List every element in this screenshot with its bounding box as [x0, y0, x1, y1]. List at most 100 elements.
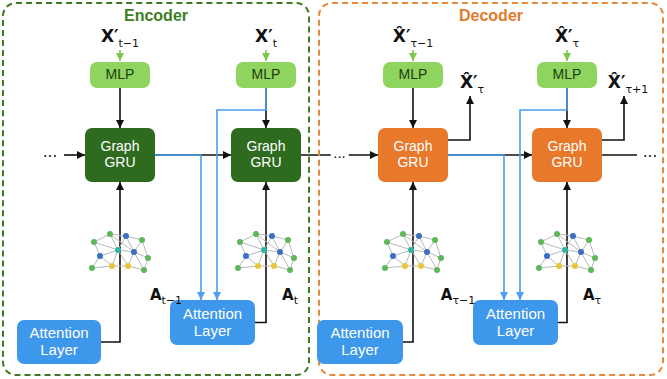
graph-icon	[89, 231, 151, 273]
box-label: Graph GRU	[231, 139, 301, 170]
attention-layer-box: Attention Layer	[473, 300, 558, 345]
graph-vertex	[588, 267, 594, 273]
graph-icon	[536, 231, 598, 273]
graph-vertex	[402, 263, 408, 269]
graph-vertex	[145, 255, 151, 261]
graph-link	[403, 234, 427, 252]
graph-icon	[235, 231, 297, 273]
box-label: MLP	[553, 67, 582, 83]
group-heading: Encoder	[4, 7, 308, 25]
graph-vertex	[115, 247, 121, 253]
graph-vertex	[235, 265, 241, 271]
graph-vertex	[89, 265, 95, 271]
feature-symbol: X̂′τ−1	[393, 26, 433, 49]
leader-arrow	[566, 50, 568, 61]
graph-vertex	[384, 239, 390, 245]
attention-layer-box: Attention Layer	[317, 320, 403, 364]
box-label: MLP	[399, 67, 428, 83]
leader-arrow	[448, 96, 470, 140]
graph-vertex	[408, 247, 414, 253]
graph-vertex	[269, 233, 275, 239]
flow-arrow	[412, 88, 414, 128]
graph-vertex	[432, 237, 438, 243]
graph-icon	[382, 231, 444, 273]
graph-vertex	[434, 267, 440, 273]
box-label: Graph GRU	[378, 139, 448, 170]
graph-vertex	[97, 253, 103, 259]
graph-vertex	[291, 255, 297, 261]
group-heading: Decoder	[320, 7, 662, 25]
graph-vertex	[237, 239, 243, 245]
graph-link	[387, 242, 411, 250]
graph-link	[539, 266, 559, 268]
graph-vertex	[141, 267, 147, 273]
box-label: Attention Layer	[170, 306, 255, 340]
graph-link	[280, 252, 290, 270]
graph-vertex	[285, 237, 291, 243]
encoder-group: EncoderMLPGraph GRUAttention LayerMLPGra…	[2, 2, 310, 376]
graph-gru-box: Graph GRU	[532, 128, 602, 182]
decoder-group: DecoderMLP Graph GRU Attention Layer MLP Gra…	[318, 2, 664, 376]
leader-arrow	[119, 50, 121, 61]
graph-vertex	[586, 237, 592, 243]
graph-vertex	[544, 253, 550, 259]
flow-arrow	[403, 182, 413, 342]
graph-vertex	[107, 231, 113, 237]
graph-vertex	[578, 249, 584, 255]
mlp-box: MLP	[90, 62, 150, 88]
box-label: Attention Layer	[17, 325, 101, 359]
graph-link	[256, 234, 280, 252]
box-label: Attention Layer	[473, 306, 558, 340]
leader-arrow	[412, 50, 414, 61]
graph-vertex	[570, 233, 576, 239]
graph-vertex	[139, 237, 145, 243]
adjacency-symbol: Aτ−1	[441, 286, 475, 307]
graph-link	[557, 234, 581, 252]
adjacency-symbol: At	[282, 286, 298, 307]
graph-vertex	[572, 263, 578, 269]
box-label: MLP	[106, 67, 135, 83]
leader-arrow	[64, 154, 85, 156]
graph-link	[94, 242, 118, 250]
graph-gru-box: Graph GRU	[85, 128, 155, 182]
attention-input-arrow	[448, 155, 504, 300]
graph-link	[385, 266, 405, 268]
attention-layer-box: Attention Layer	[170, 300, 255, 345]
graph-link	[110, 234, 134, 252]
feature-symbol: X̂′τ+1	[608, 72, 648, 95]
adjacency-symbol: At−1	[150, 286, 182, 307]
ellipsis: ...	[43, 143, 57, 161]
graph-vertex	[554, 231, 560, 237]
graph-vertex	[592, 255, 598, 261]
leader-arrow	[265, 50, 267, 61]
attention-input-arrow	[520, 88, 567, 300]
box-label: Attention Layer	[317, 325, 403, 359]
graph-link	[240, 242, 264, 250]
flow-arrow	[119, 88, 121, 128]
mlp-box: MLP	[383, 62, 443, 88]
feature-symbol: X̂′τ	[555, 26, 579, 49]
graph-vertex	[400, 231, 406, 237]
adjacency-symbol: Aτ	[583, 286, 601, 307]
mlp-box: MLP	[537, 62, 597, 88]
leader-arrow	[602, 96, 624, 140]
graph-gru-box: Graph GRU	[378, 128, 448, 182]
graph-vertex	[562, 247, 568, 253]
box-label: Graph GRU	[532, 139, 602, 170]
feature-symbol: X̂′τ	[460, 72, 484, 95]
ellipsis: ...	[643, 143, 657, 161]
graph-link	[581, 252, 591, 270]
graph-vertex	[91, 239, 97, 245]
graph-link	[238, 266, 258, 268]
attention-input-arrow	[217, 88, 266, 300]
graph-vertex	[438, 255, 444, 261]
graph-link	[92, 266, 112, 268]
leader-arrow	[602, 154, 637, 156]
attention-input-arrow	[155, 155, 201, 300]
feature-symbol: X′t	[255, 26, 277, 49]
graph-vertex	[123, 233, 129, 239]
graph-vertex	[261, 247, 267, 253]
graph-link	[134, 252, 144, 270]
